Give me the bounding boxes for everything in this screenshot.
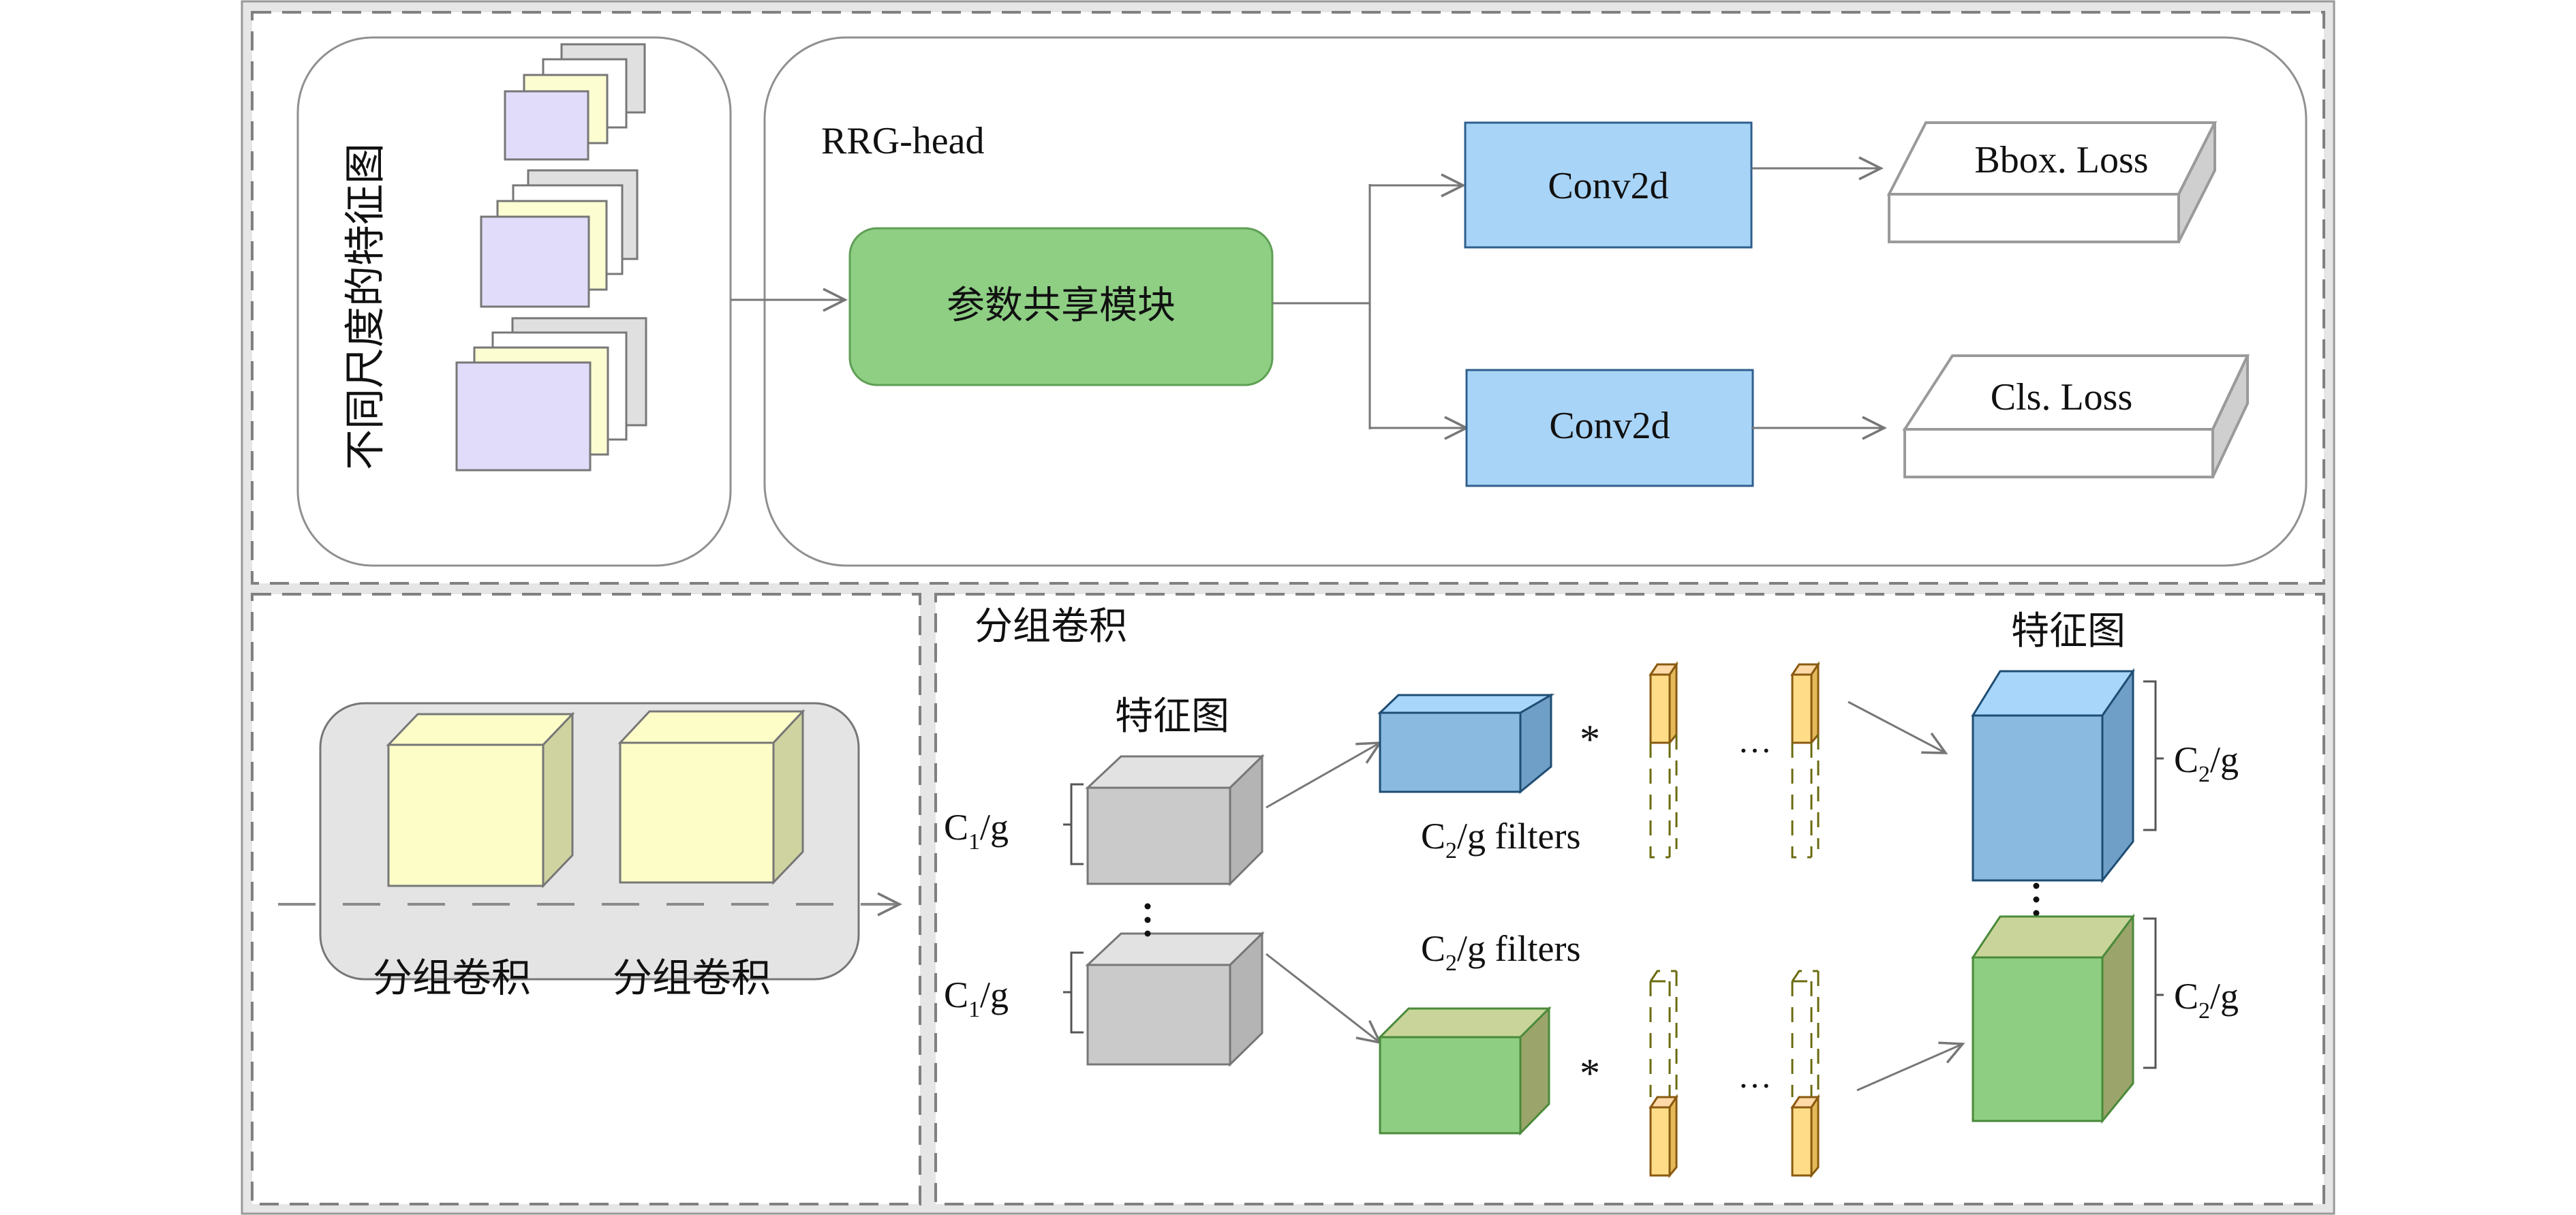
output-feature-map-label: 特征图 [2011,609,2126,653]
bracket-c1-top [1063,783,1084,865]
arrow-input-to-blue [1266,741,1383,809]
feature-map-stack-large [455,317,647,472]
input-feature-map-label: 特征图 [1115,694,1229,739]
convolution-symbol-top: * [1580,717,1600,762]
group-conv-label-2: 分组卷积 [613,955,771,1001]
filter-bottom-1 [1649,970,1678,1179]
cls-loss-block: Cls. Loss [1902,354,2250,478]
group-conv-cube-1 [386,711,575,889]
bbox-loss-label: Bbox. Loss [1974,139,2148,181]
group-conv-title: 分组卷积 [975,604,1127,649]
output-blue-cube [1971,668,2135,884]
shared-module-box: 参数共享模块 [848,227,1274,386]
output-green-cube [1971,913,2135,1124]
ellipsis-filters-bottom: ··· [1738,1066,1772,1105]
rrg-head-title: RRG-head [821,120,985,162]
green-group-cube [1377,1006,1552,1136]
cls-loss-front [1903,428,2214,478]
branch-connector [1272,173,1469,440]
arrow-filters-to-blue-output [1847,701,1948,754]
input-cube-top [1085,754,1265,887]
c2-label-bottom: C2/g [2174,976,2239,1024]
feature-map-stack-small [504,43,646,161]
group-conv-cube-2 [617,709,806,885]
cls-loss-label: Cls. Loss [1991,376,2133,418]
c1-label-bottom: C1/g [944,974,1009,1022]
arrow-input-to-green [1266,953,1383,1045]
bbox-loss-front [1888,193,2180,243]
filter-top-2 [1790,661,1820,859]
bracket-c2-bottom [2143,917,2164,1069]
blue-group-cube [1377,693,1555,795]
bbox-loss-final: Bbox. Loss [1886,121,2218,243]
arrow-filters-to-green-output [1856,1041,1965,1092]
conv2d-top-box: Conv2d [1464,121,1753,249]
conv2d-bottom-label: Conv2d [1549,405,1670,447]
conv2d-top-label: Conv2d [1548,165,1668,207]
filters-label-bottom: C2/g filters [1421,928,1581,976]
vertical-ellipsis-input [1144,903,1151,937]
convolution-symbol-bottom: * [1580,1051,1600,1096]
group-conv-label-1: 分组卷积 [373,955,531,1001]
conv2d-bottom-box: Conv2d [1465,369,1754,487]
input-cube-bottom [1085,931,1265,1067]
ellipsis-filters-top: ··· [1738,731,1772,769]
bracket-c1-bottom [1063,951,1084,1034]
bracket-c2-top [2143,680,2164,831]
feature-map-stack-medium [480,169,639,308]
vertical-ellipsis-output [2033,882,2040,917]
filter-top-1 [1649,661,1678,859]
filter-bottom-2 [1790,970,1820,1179]
c2-label-top: C2/g [2174,739,2239,787]
shared-module-label: 参数共享模块 [947,283,1176,328]
c1-label-top: C1/g [944,807,1009,855]
feature-maps-label: 不同尺度的特征图 [342,143,390,470]
filters-label-top: C2/g filters [1421,816,1581,863]
